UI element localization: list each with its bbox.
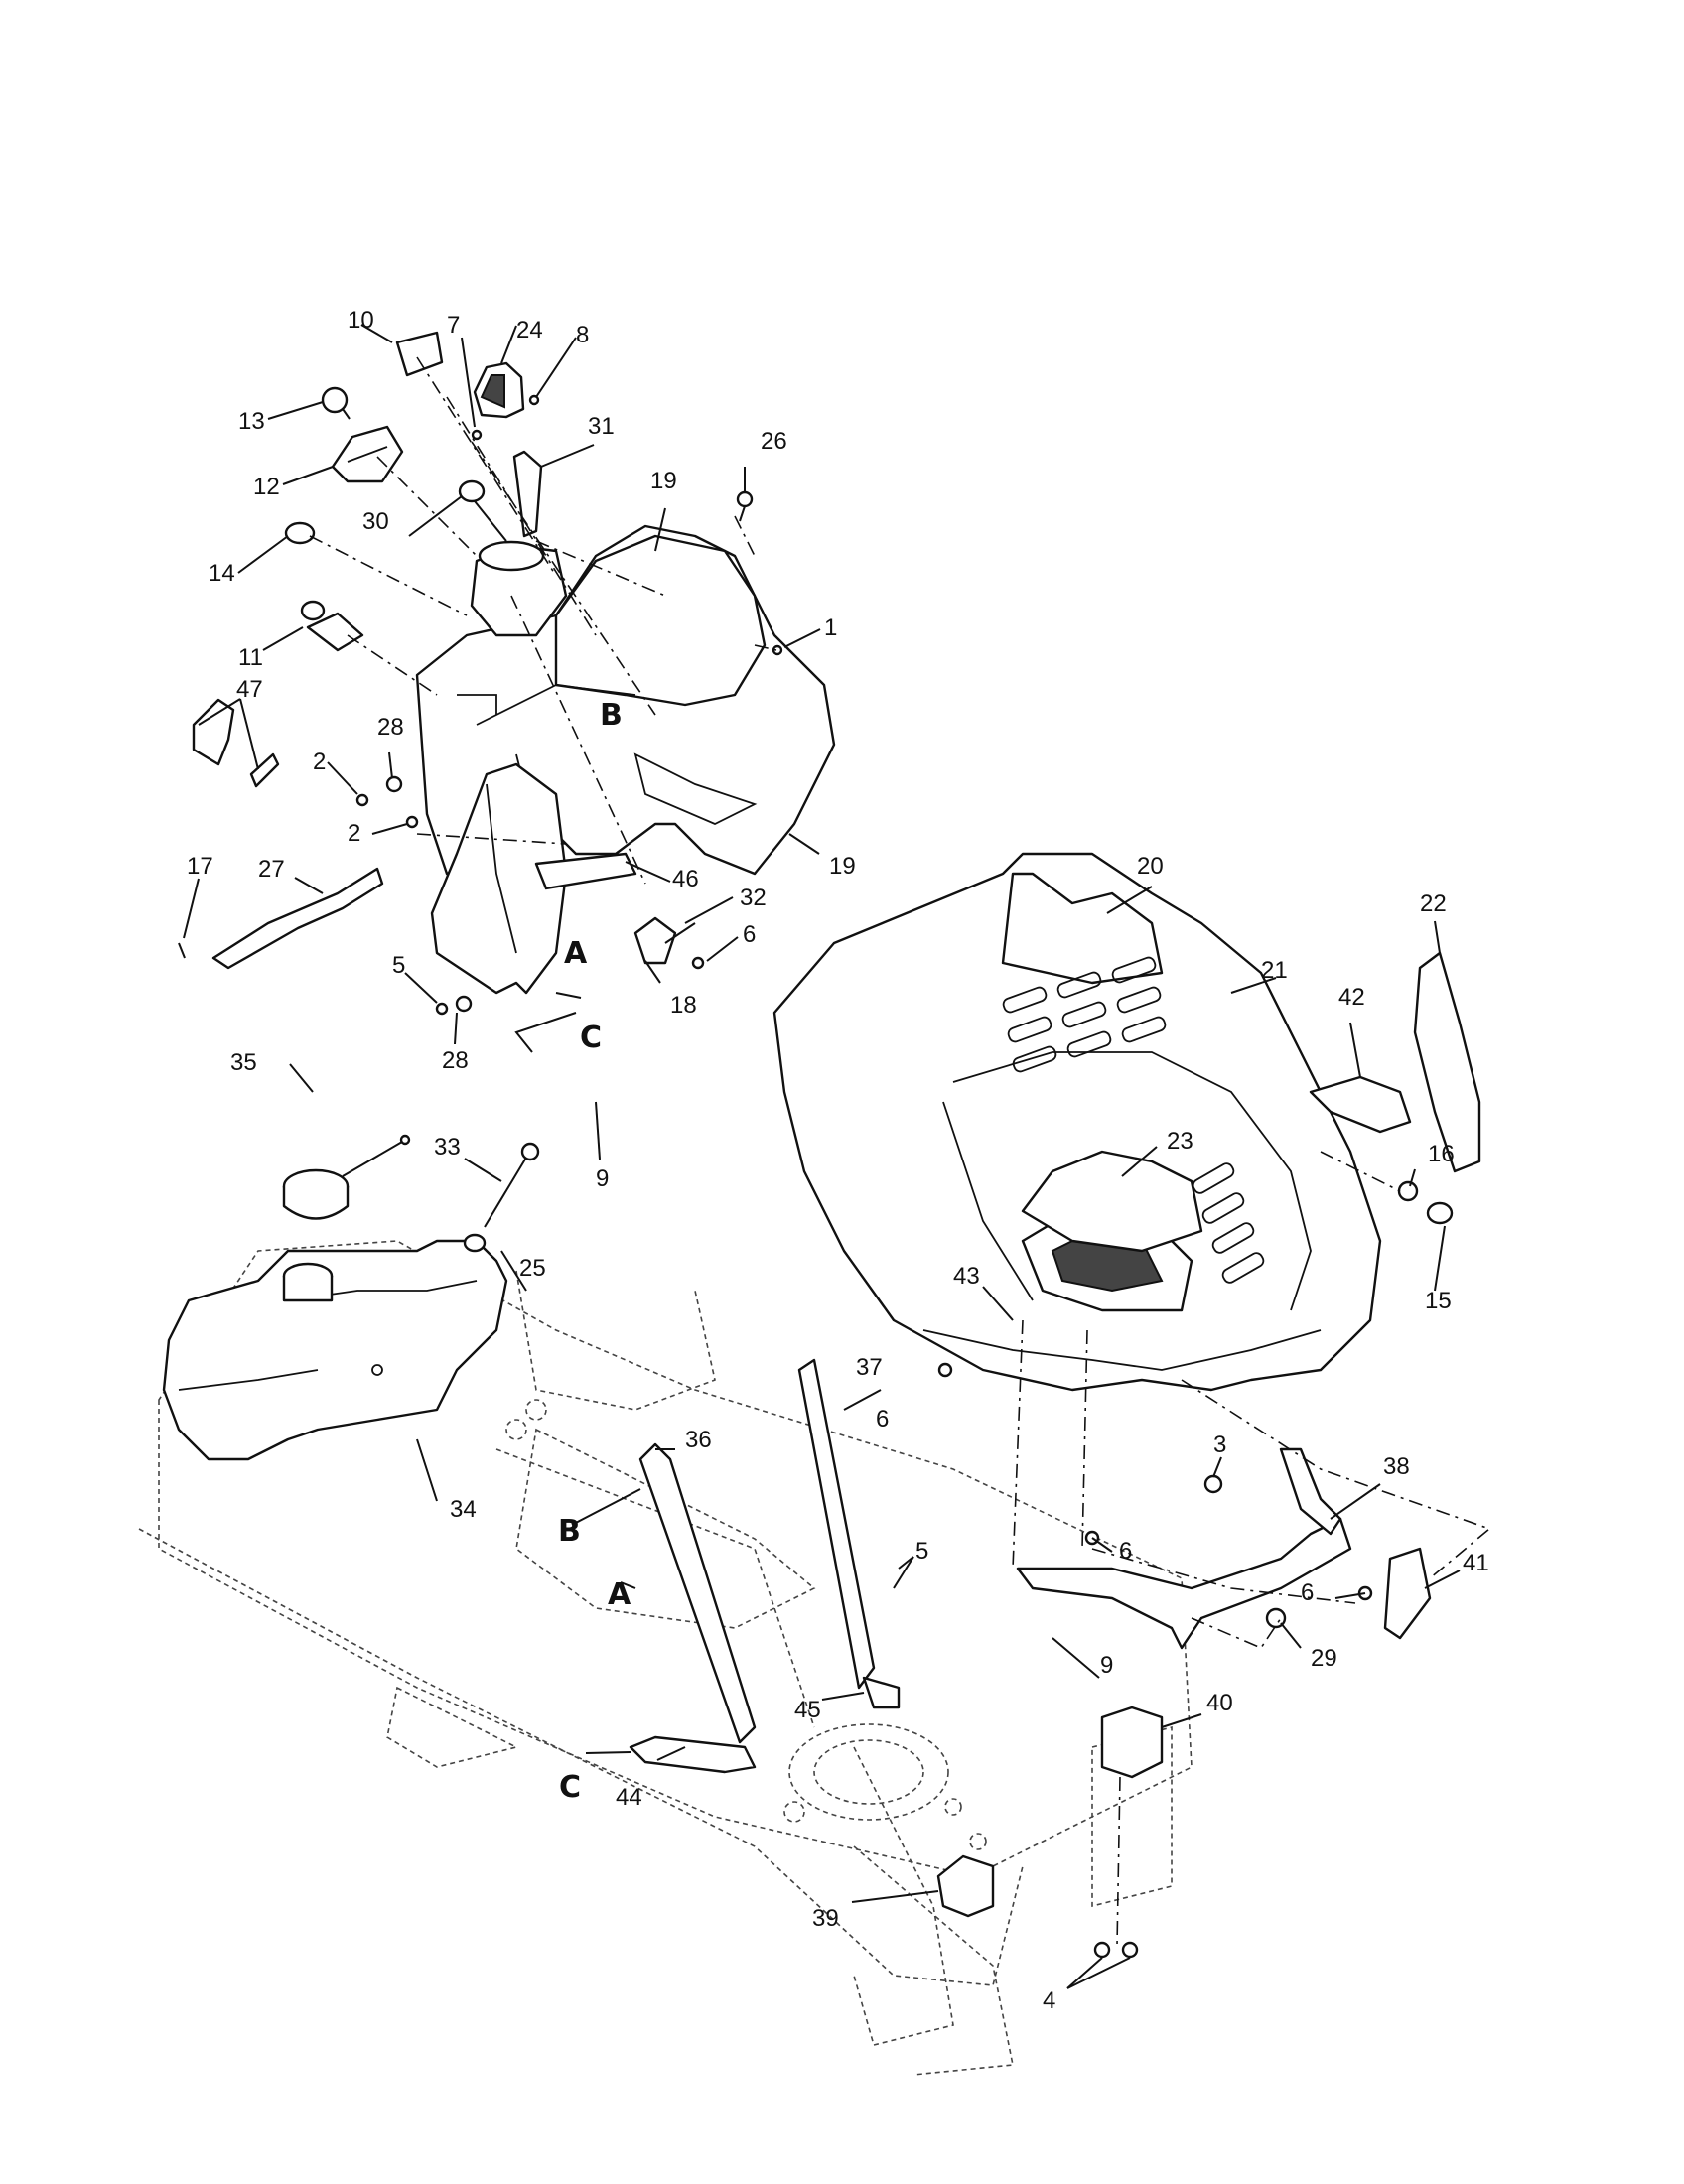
callout-43: 43 — [953, 1263, 980, 1290]
callout-47: 47 — [236, 676, 263, 703]
callout-labels: 1 2 2 3 4 5 5 6 6 6 6 7 8 9 9 10 11 12 1… — [187, 307, 1489, 2014]
callout-16: 16 — [1428, 1141, 1455, 1167]
callout-2: 2 — [313, 749, 326, 775]
callout-32: 32 — [740, 885, 767, 911]
lower-dash-panel — [430, 762, 568, 995]
ref-letter-c: C — [580, 1021, 602, 1055]
ref-letter-a: A — [564, 936, 588, 971]
callout-5: 5 — [915, 1538, 928, 1565]
callout-28: 28 — [442, 1047, 469, 1074]
callout-40: 40 — [1206, 1690, 1233, 1716]
fuel-tank-34 — [162, 1239, 508, 1461]
callout-6: 6 — [1301, 1579, 1314, 1606]
support-bar-36 — [638, 1442, 757, 1744]
callout-24: 24 — [516, 317, 543, 343]
ref-letter-b: B — [600, 698, 623, 733]
callout-5: 5 — [392, 952, 405, 979]
callout-25: 25 — [519, 1255, 546, 1282]
callout-2: 2 — [348, 820, 360, 847]
callout-7: 7 — [447, 312, 460, 339]
hood-vents — [1002, 956, 1265, 1284]
bracket-39 — [936, 1854, 995, 1918]
fuel-cap-35 — [282, 1134, 411, 1220]
callout-1: 1 — [824, 614, 837, 641]
side-panel-22 — [1413, 951, 1481, 1173]
callout-38: 38 — [1383, 1453, 1410, 1480]
callout-28: 28 — [377, 714, 404, 741]
bracket-41 — [1383, 1547, 1432, 1640]
callout-26: 26 — [761, 428, 787, 455]
callout-17: 17 — [187, 853, 213, 880]
callout-22: 22 — [1420, 890, 1447, 917]
callout-45: 45 — [794, 1697, 821, 1723]
hood-pivot-38 — [1016, 1517, 1352, 1650]
grommet-25 — [463, 1233, 487, 1253]
bracket-45 — [862, 1676, 901, 1709]
callout-31: 31 — [588, 413, 615, 440]
bracket-44 — [629, 1735, 757, 1774]
callout-9: 9 — [596, 1165, 609, 1192]
callout-39: 39 — [812, 1905, 839, 1932]
callout-14: 14 — [209, 560, 235, 587]
alignment-lines — [309, 356, 1491, 1947]
callout-6: 6 — [1119, 1538, 1132, 1565]
ref-letter-a: A — [608, 1577, 632, 1612]
hood-assembly — [772, 852, 1382, 1392]
callout-10: 10 — [348, 307, 374, 334]
callout-46: 46 — [672, 866, 699, 892]
callout-35: 35 — [230, 1049, 257, 1076]
callout-27: 27 — [258, 856, 285, 883]
callout-29: 29 — [1311, 1645, 1337, 1672]
callout-20: 20 — [1137, 853, 1164, 880]
callout-41: 41 — [1463, 1550, 1489, 1576]
callout-11: 11 — [238, 644, 263, 671]
callout-8: 8 — [576, 322, 589, 348]
callout-37: 37 — [856, 1354, 883, 1381]
fuel-line-33 — [484, 1157, 527, 1228]
callout-18: 18 — [670, 992, 697, 1019]
callout-23: 23 — [1167, 1128, 1193, 1155]
callout-21: 21 — [1261, 957, 1288, 984]
callout-34: 34 — [450, 1496, 477, 1523]
callout-19: 19 — [829, 853, 856, 880]
callout-3: 3 — [1213, 1432, 1226, 1458]
ref-letter-c: C — [559, 1770, 581, 1805]
small-parts-cluster — [178, 331, 783, 1016]
headlight-lens-23 — [1021, 1150, 1203, 1253]
leader-lines — [183, 324, 1461, 1989]
callout-6: 6 — [743, 921, 756, 948]
callout-36: 36 — [685, 1427, 712, 1453]
callout-19: 19 — [650, 468, 677, 494]
bracket-40 — [1100, 1706, 1164, 1779]
support-plate-46 — [534, 852, 637, 890]
reference-letters: A A B B C C — [558, 698, 632, 1805]
callout-12: 12 — [253, 474, 280, 500]
callout-15: 15 — [1425, 1288, 1452, 1314]
callout-30: 30 — [362, 508, 389, 535]
callout-4: 4 — [1043, 1987, 1055, 2014]
callout-44: 44 — [616, 1784, 642, 1811]
callout-6: 6 — [876, 1406, 889, 1433]
callout-13: 13 — [238, 408, 265, 435]
support-bar-37 — [797, 1358, 876, 1690]
callout-33: 33 — [434, 1134, 461, 1160]
callout-42: 42 — [1338, 984, 1365, 1011]
ref-letter-b: B — [558, 1514, 581, 1549]
callout-9: 9 — [1100, 1652, 1113, 1679]
